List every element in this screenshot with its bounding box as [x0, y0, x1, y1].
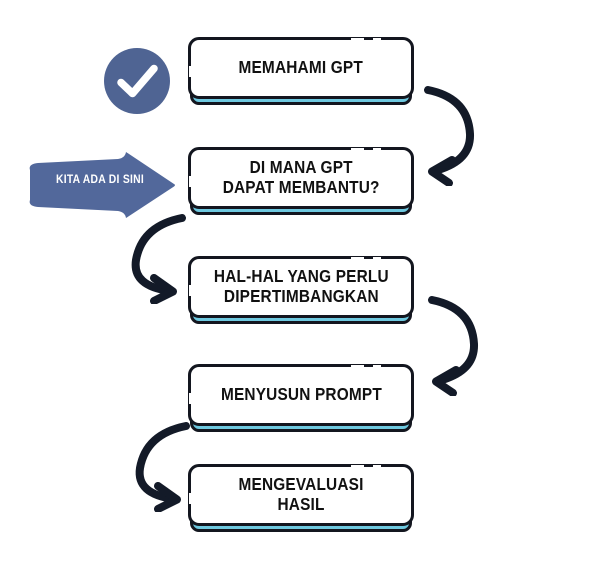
check-circle-icon — [103, 47, 171, 115]
flow-step-5[interactable]: MENGEVALUASI HASIL — [188, 464, 414, 532]
outline-gap — [351, 38, 364, 44]
step-label: MEMAHAMI GPT — [238, 57, 364, 78]
outline-gap — [373, 365, 381, 371]
curved-arrow-down-left-icon — [412, 286, 502, 401]
outline-gap — [373, 38, 381, 44]
step-label: MENGEVALUASI HASIL — [238, 474, 364, 514]
outline-gap — [189, 176, 195, 187]
outline-gap — [351, 148, 364, 154]
outline-gap — [189, 285, 195, 296]
outline-gap — [189, 66, 195, 77]
step-card[interactable]: MENYUSUN PROMPT — [188, 364, 414, 426]
outline-gap — [373, 148, 381, 154]
outline-gap — [351, 465, 364, 471]
step-label: DI MANA GPT DAPAT MEMBANTU? — [222, 157, 380, 197]
outline-gap — [351, 365, 364, 371]
step-label: HAL-HAL YANG PERLU DIPERTIMBANGKAN — [213, 266, 389, 306]
step-card[interactable]: MENGEVALUASI HASIL — [188, 464, 414, 526]
outline-gap — [351, 257, 364, 263]
curved-arrow-down-left-icon — [408, 76, 498, 191]
flow-step-2[interactable]: DI MANA GPT DAPAT MEMBANTU? — [188, 147, 414, 215]
curved-arrow-down-right-icon — [108, 208, 200, 309]
outline-gap — [373, 257, 381, 263]
outline-gap — [189, 393, 195, 404]
step-label: MENYUSUN PROMPT — [220, 384, 382, 405]
flow-step-3[interactable]: HAL-HAL YANG PERLU DIPERTIMBANGKAN — [188, 256, 414, 324]
curved-arrow-down-right-icon — [112, 416, 204, 517]
step-card[interactable]: HAL-HAL YANG PERLU DIPERTIMBANGKAN — [188, 256, 414, 318]
outline-gap — [189, 493, 195, 504]
step-card[interactable]: DI MANA GPT DAPAT MEMBANTU? — [188, 147, 414, 209]
flow-step-1[interactable]: MEMAHAMI GPT — [188, 37, 414, 105]
step-card[interactable]: MEMAHAMI GPT — [188, 37, 414, 99]
outline-gap — [373, 465, 381, 471]
flow-step-4[interactable]: MENYUSUN PROMPT — [188, 364, 414, 432]
